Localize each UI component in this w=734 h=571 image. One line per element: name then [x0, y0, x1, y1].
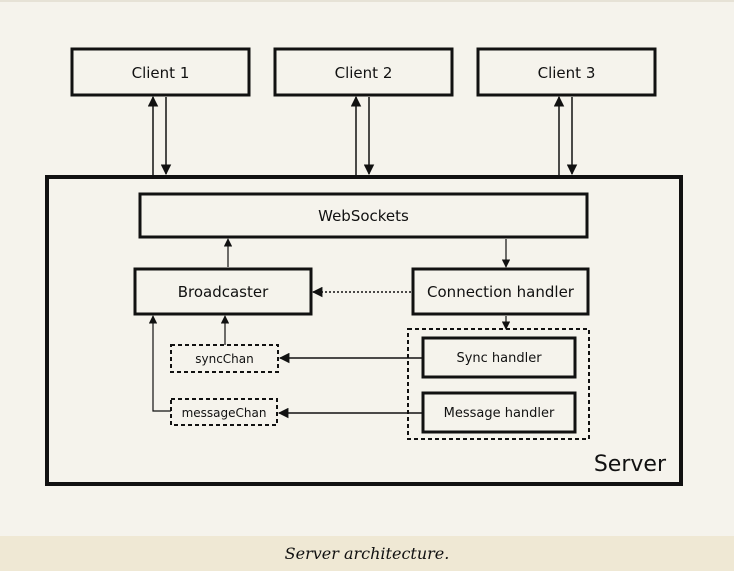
sync-handler-node: Sync handler: [421, 336, 577, 379]
figure-caption: Server architecture.: [284, 544, 450, 563]
message-handler-node: Message handler: [421, 391, 577, 434]
message-chan-node: messageChan: [170, 398, 278, 426]
arrow-messagechan-to-broadcaster: [148, 315, 171, 412]
server-node: Server: [45, 175, 683, 486]
client-1-label: Client 1: [132, 64, 190, 82]
client-node-1: Client 1: [70, 47, 251, 97]
broadcaster-label: Broadcaster: [178, 283, 269, 301]
sync-chan-node: syncChan: [170, 344, 279, 373]
websockets-label: WebSockets: [318, 207, 409, 225]
client-2-label: Client 2: [335, 64, 393, 82]
handlers-group: [407, 328, 590, 440]
server-label: Server: [594, 452, 667, 477]
client-node-2: Client 2: [273, 47, 454, 97]
internal-arrows: [148, 238, 511, 419]
caption-bar: Server architecture.: [0, 536, 734, 571]
connection-handler-node: Connection handler: [411, 267, 590, 316]
websockets-node: WebSockets: [138, 192, 589, 239]
message-chan-label: messageChan: [182, 406, 267, 420]
message-handler-label: Message handler: [444, 406, 555, 421]
broadcaster-node: Broadcaster: [133, 267, 313, 316]
connection-handler-label: Connection handler: [427, 283, 575, 301]
sync-chan-label: syncChan: [195, 352, 254, 366]
sync-handler-label: Sync handler: [456, 351, 542, 366]
top-border: [0, 0, 734, 2]
client-node-3: Client 3: [476, 47, 657, 97]
client-server-arrows: [147, 95, 578, 176]
client-3-label: Client 3: [538, 64, 596, 82]
